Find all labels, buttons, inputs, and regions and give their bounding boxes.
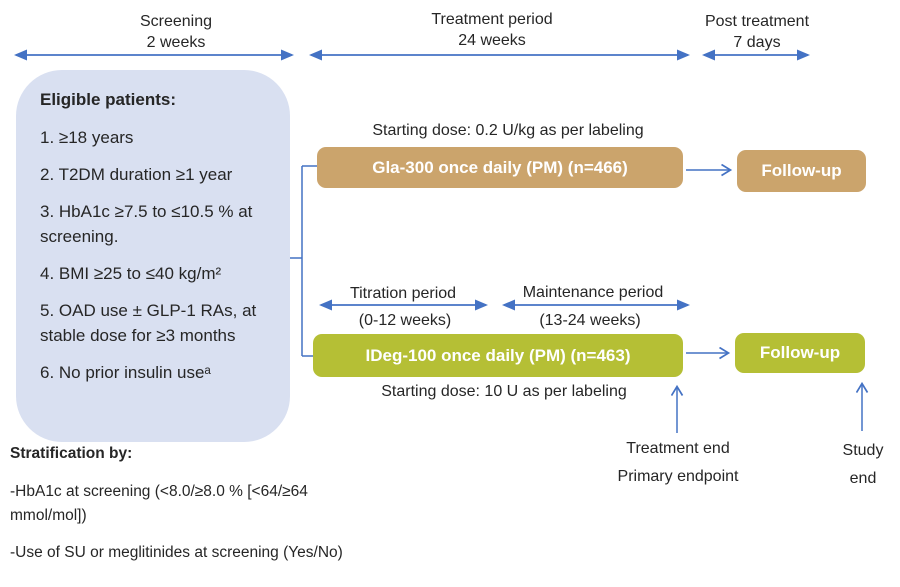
phase-treatment-label: Treatment period <box>431 11 553 28</box>
phase-screening-label: Screening <box>139 13 213 30</box>
study-end-annotation: Study end <box>843 437 884 493</box>
phase-post-treatment: Post treatment 7 days <box>705 11 809 53</box>
ideg-followup-box: Follow-up <box>735 333 865 373</box>
study-end-line2: end <box>849 470 877 487</box>
stratification-item-hba1c: -HbA1c at screening (<8.0/≥8.0 % [<64/≥6… <box>10 483 308 524</box>
phase-screening-duration: 2 weeks <box>146 34 206 51</box>
eligibility-title: Eligible patients: <box>40 90 177 109</box>
treatment-end-annotation: Treatment end Primary endpoint <box>618 435 739 491</box>
gla-followup-box: Follow-up <box>737 150 866 192</box>
titration-period-range: (0-12 weeks) <box>358 312 452 329</box>
titration-period-label: Titration period <box>349 285 457 302</box>
eligibility-panel: Eligible patients: 1. ≥18 years 2. T2DM … <box>16 70 290 442</box>
ideg-100-arm-box: IDeg-100 once daily (PM) (n=463) <box>313 334 683 377</box>
gla-starting-dose-note: Starting dose: 0.2 U/kg as per labeling <box>372 122 644 139</box>
phase-post-treatment-duration: 7 days <box>733 34 781 51</box>
eligibility-item-t2dm-duration: 2. T2DM duration ≥1 year <box>40 165 233 184</box>
phase-treatment-duration: 24 weeks <box>458 32 526 49</box>
maintenance-period-range: (13-24 weeks) <box>539 312 641 329</box>
ideg-starting-dose-note: Starting dose: 10 U as per labeling <box>381 383 627 400</box>
maintenance-period-label: Maintenance period <box>522 284 664 301</box>
eligibility-item-oad-use: 5. OAD use ± GLP-1 RAs, at stable dose f… <box>40 301 257 345</box>
stratification-item-su-meglitinides: -Use of SU or meglitinides at screening … <box>10 544 343 561</box>
study-end-line1: Study <box>842 442 884 459</box>
eligibility-item-hba1c: 3. HbA1c ≥7.5 to ≤10.5 % at screening. <box>40 202 253 246</box>
stratification-block: Stratification by: -HbA1c at screening (… <box>10 445 348 578</box>
stratification-title: Stratification by: <box>10 445 133 462</box>
phase-post-treatment-label: Post treatment <box>704 13 810 30</box>
treatment-end-line2: Primary endpoint <box>617 468 739 485</box>
phase-treatment: Treatment period 24 weeks <box>431 9 552 51</box>
eligibility-item-no-insulin: 6. No prior insulin useᵃ <box>40 363 211 382</box>
gla-300-arm-box: Gla-300 once daily (PM) (n=466) <box>317 147 683 188</box>
eligibility-item-age: 1. ≥18 years <box>40 128 134 147</box>
eligibility-item-bmi: 4. BMI ≥25 to ≤40 kg/m² <box>40 264 222 283</box>
phase-screening: Screening 2 weeks <box>140 11 212 53</box>
treatment-end-line1: Treatment end <box>626 440 730 457</box>
